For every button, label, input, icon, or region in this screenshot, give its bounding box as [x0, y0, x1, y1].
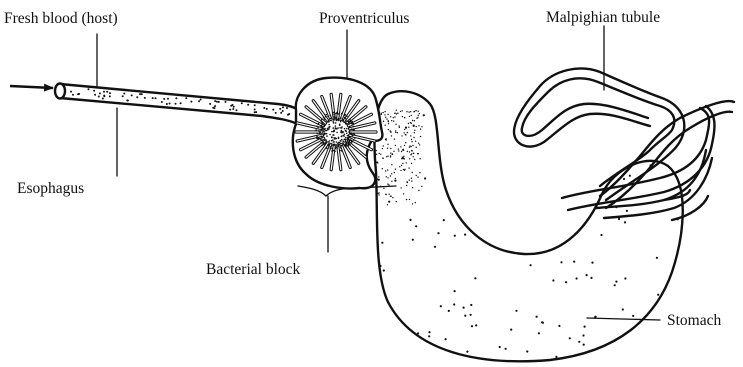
label-proventriculus: Proventriculus — [319, 10, 409, 27]
label-stomach: Stomach — [667, 312, 721, 329]
proventriculus — [293, 78, 383, 189]
esophagus-tube — [55, 84, 300, 125]
label-malpighian-tubule: Malpighian tubule — [546, 9, 660, 26]
label-esophagus: Esophagus — [17, 180, 84, 197]
blood-inflow-arrow — [10, 86, 53, 88]
stomach — [371, 91, 685, 364]
label-bacterial-block: Bacterial block — [206, 261, 300, 278]
label-fresh-blood: Fresh blood (host) — [4, 10, 118, 27]
